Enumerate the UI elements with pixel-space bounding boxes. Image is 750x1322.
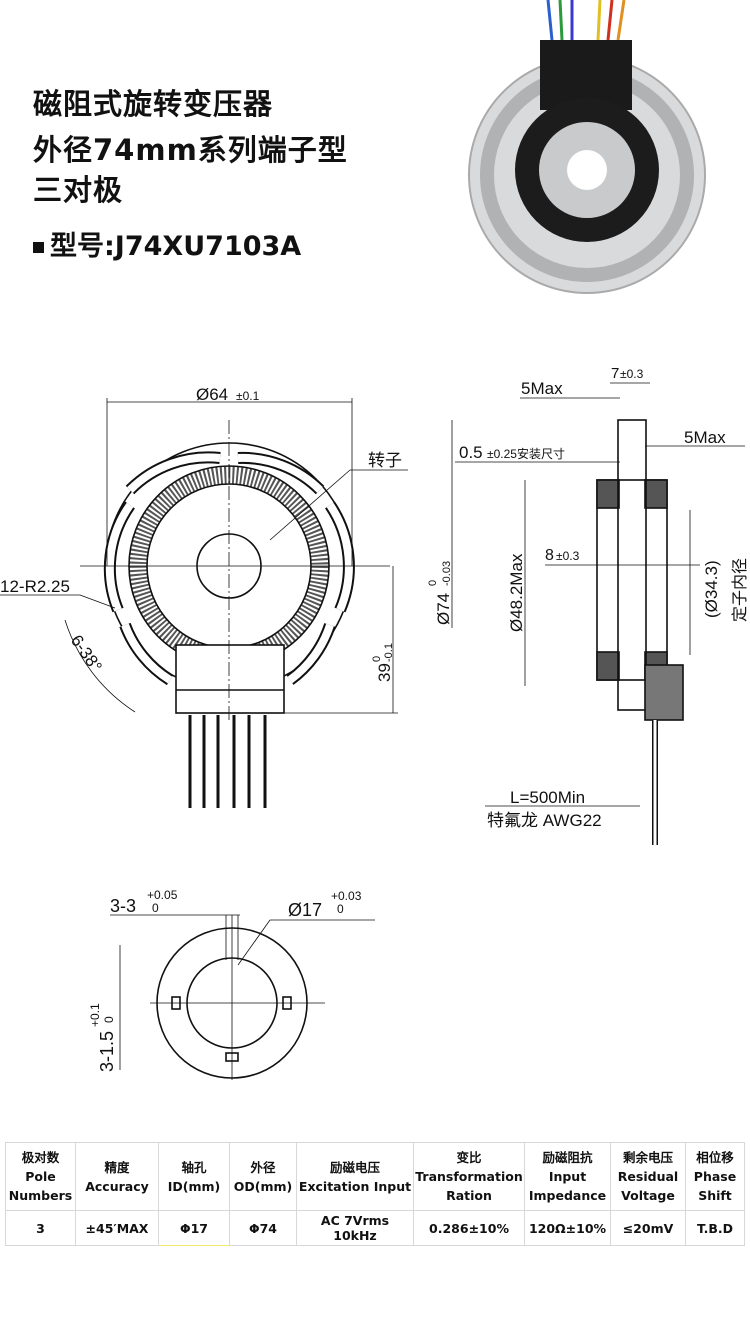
title-line-1: 磁阻式旋转变压器 — [33, 87, 274, 121]
cell-impedance: 120Ω±10% — [524, 1210, 611, 1246]
cell-pole-numbers: 3 — [5, 1210, 76, 1246]
model-number: 型号:J74XU7103A — [33, 224, 301, 263]
front-view-drawing — [0, 398, 408, 808]
stator-id-label: 定子内径 — [731, 558, 749, 622]
cell-id: Φ17 — [158, 1210, 230, 1246]
slot-tol-upper: +0.1 — [88, 1003, 102, 1027]
outer-dia: Ø74 — [434, 593, 453, 625]
height-dim: 39 — [375, 663, 394, 682]
cell-accuracy: ±45′MAX — [75, 1210, 159, 1246]
rotor-label: 转子 — [368, 451, 402, 470]
title-line-2: 外径74mm系列端子型 — [33, 133, 348, 167]
drawings: Ø64 ±0.1 转子 12-R2.25 6-38° 39 0 -0.1 7 ±… — [0, 0, 749, 1080]
bore-tol-upper: +0.03 — [331, 889, 362, 903]
key-tol-lower: 0 — [152, 901, 159, 915]
od-tol: ±0.1 — [236, 389, 260, 403]
lead-type: 特氟龙 AWG22 — [487, 811, 602, 830]
product-photo — [468, 0, 706, 294]
bore-tol-lower: 0 — [337, 902, 344, 916]
title-line-3: 三对极 — [33, 173, 124, 207]
key-tol-upper: +0.05 — [147, 888, 178, 902]
mount-tol: ±0.25安装尺寸 — [487, 446, 565, 461]
model-text: 型号:J74XU7103A — [50, 231, 302, 262]
cell-residual: ≤20mV — [610, 1210, 686, 1246]
cell-excitation: AC 7Vrms 10kHz — [296, 1210, 414, 1246]
outer-tol-upper: 0 — [427, 580, 439, 586]
od-dim: Ø64 — [196, 385, 228, 404]
max-left: 5Max — [521, 379, 563, 398]
inner-width: 8 — [545, 547, 554, 564]
max-dia: Ø48.2Max — [507, 553, 526, 632]
bore-dim: Ø17 — [288, 900, 322, 920]
bullet-icon — [33, 242, 44, 253]
lead-length: L=500Min — [510, 788, 585, 807]
cell-ratio: 0.286±10% — [413, 1210, 525, 1246]
height-tol-upper: 0 — [371, 656, 383, 662]
mount-dim: 0.5 — [459, 443, 483, 462]
inner-width-tol: ±0.3 — [556, 549, 580, 563]
cell-od: Φ74 — [229, 1210, 297, 1246]
slot-dim: 3-1.5 — [97, 1031, 117, 1072]
key-dim: 3-3 — [110, 896, 136, 916]
angle-label: 6-38° — [67, 631, 106, 675]
table-row: 3 ±45′MAX Φ17 Φ74 AC 7Vrms 10kHz 0.286±1… — [5, 1210, 745, 1246]
side-view-drawing — [451, 382, 745, 845]
width-dim: 7 — [611, 365, 619, 382]
outer-tol-lower: -0.03 — [441, 561, 453, 586]
rotor-view-drawing — [110, 914, 375, 1080]
slot-tol-lower: 0 — [102, 1016, 116, 1023]
height-tol-lower: -0.1 — [383, 643, 395, 662]
stator-id: (Ø34.3) — [702, 560, 721, 618]
hole-label: 12-R2.25 — [0, 577, 70, 596]
width-tol: ±0.3 — [620, 367, 644, 381]
max-right: 5Max — [684, 428, 726, 447]
cell-phase-shift: T.B.D — [685, 1210, 745, 1246]
